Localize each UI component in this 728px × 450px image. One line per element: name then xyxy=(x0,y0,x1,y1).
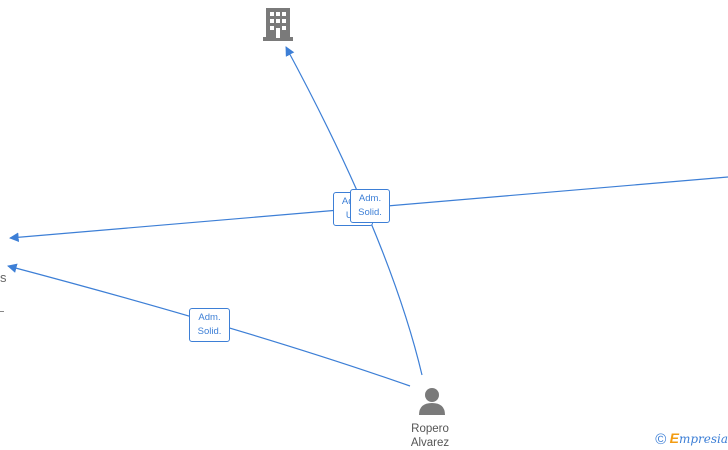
left-node-label[interactable]: s xyxy=(0,270,7,285)
edge-label-line1: Adm. xyxy=(358,193,382,204)
person-icon[interactable] xyxy=(417,386,447,416)
edge-label-adm-solid-company: Adm. Solid. xyxy=(350,189,390,223)
copyright-symbol: © xyxy=(655,430,667,448)
person-name-line2: Alvarez xyxy=(410,437,450,449)
edge-label-line1: Adm. xyxy=(198,312,221,323)
brand-initial: E xyxy=(669,430,679,446)
building-icon[interactable] xyxy=(262,6,294,42)
brand-name: mpresia xyxy=(678,432,728,446)
empresia-watermark: © Empresia xyxy=(655,430,728,448)
edge-person-to-company xyxy=(285,46,423,376)
edge-label-adm-solid-left: Adm. Solid. xyxy=(189,308,230,342)
edge-label-line2: Solid. xyxy=(358,207,382,218)
person-name-line1: Ropero xyxy=(411,423,449,435)
left-node-underline xyxy=(0,311,4,312)
edge-label-line2: Solid. xyxy=(197,326,222,337)
person-name-label[interactable]: Ropero Alvarez xyxy=(395,422,465,450)
